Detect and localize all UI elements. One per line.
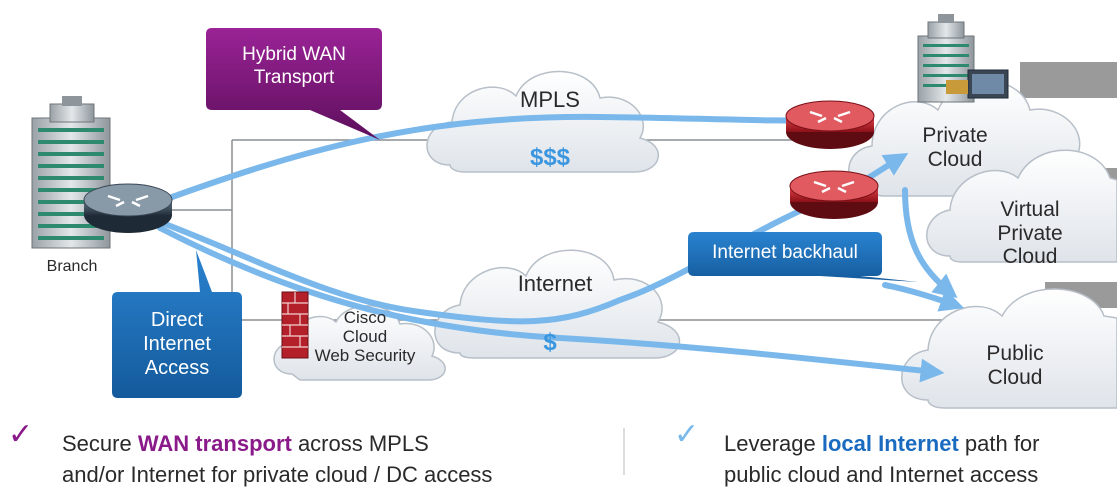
- check-icon: ✓: [674, 418, 700, 451]
- internet-cost-label: $: [543, 329, 557, 356]
- branch-label: Branch: [46, 258, 98, 275]
- grey-band: [1020, 62, 1117, 98]
- bullet-2: Leverage local Internet path for public …: [724, 431, 1040, 487]
- cloud-icon: [926, 149, 1117, 263]
- check-icon: ✓: [8, 418, 34, 451]
- mpls-cost-label: $$$: [529, 144, 571, 171]
- virtual-private-cloud-label: Virtual Private Cloud: [997, 198, 1063, 269]
- cloud-icon: [901, 288, 1117, 409]
- cisco-cloud-web-security-label: Cisco Cloud Web Security: [314, 308, 416, 366]
- internet-backhaul-callout: Internet backhaul: [712, 242, 858, 263]
- direct-internet-callout-shape: [112, 250, 242, 398]
- hybrid-wan-callout-shape: [206, 28, 382, 140]
- building-icon: [917, 14, 1009, 103]
- internet-label: Internet: [517, 271, 593, 296]
- direct-internet-access-callout: Direct Internet Access: [143, 309, 211, 379]
- internet-backhaul-callout-shape: [688, 232, 918, 282]
- hybrid-wan-callout: Hybrid WAN Transport: [242, 44, 346, 88]
- router-icon: [789, 170, 879, 219]
- mpls-label: MPLS: [520, 87, 580, 112]
- router-icon: [83, 183, 173, 233]
- firewall-icon: [281, 291, 309, 359]
- router-icon: [785, 100, 875, 149]
- private-cloud-label: Private Cloud: [922, 124, 988, 171]
- bullet-1: Secure WAN transport across MPLS and/or …: [62, 431, 493, 487]
- public-cloud-label: Public Cloud: [986, 342, 1044, 389]
